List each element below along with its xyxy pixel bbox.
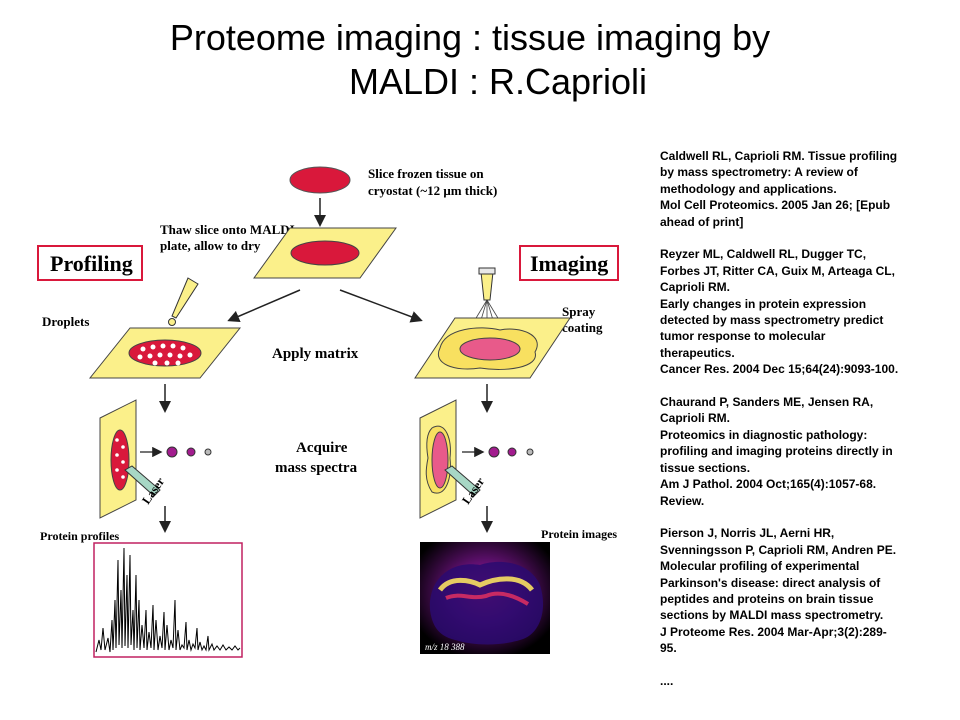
arrow-to-imaging <box>339 289 423 323</box>
thaw-label-line1: Thaw slice onto MALDI <box>160 222 295 237</box>
mz-label: m/z 18 388 <box>425 642 465 652</box>
reference-line: Proteomics in diagnostic pathology: <box>660 427 868 442</box>
reference-line: Chaurand P, Sanders ME, Jensen RA, <box>660 395 874 410</box>
reference-line: .... <box>660 673 674 688</box>
reference-line: Caldwell RL, Caprioli RM. Tissue profili… <box>660 149 898 163</box>
ion-dots-profiling <box>140 446 212 458</box>
reference-line: by mass spectrometry: A review of <box>660 165 858 180</box>
matrix-droplets <box>137 343 193 366</box>
profiling-box <box>37 245 143 281</box>
imaging-label: Imaging <box>530 251 608 276</box>
droplets-label: Droplets <box>42 314 89 329</box>
apply-matrix-label: Apply matrix <box>272 346 359 362</box>
reference-line: Parkinson's disease: direct analysis of <box>660 575 881 590</box>
reference-line: sections by MALDI mass spectrometry. <box>660 608 884 623</box>
heatmap-hotspot-2 <box>445 591 530 606</box>
reference-line: 95. <box>660 641 677 656</box>
arrow-to-profiling <box>227 289 301 322</box>
reference-line: Pierson J, Norris JL, Aerni HR, <box>660 526 835 541</box>
reference-line: Molecular profiling of experimental <box>660 559 860 574</box>
plate-tissue-imaging <box>459 337 521 361</box>
laser-beam-imaging <box>444 465 481 497</box>
reference-line: Mol Cell Proteomics. 2005 Jan 26; [Epub <box>660 198 891 213</box>
reference-item: Chaurand P, Sanders ME, Jensen RA,Caprio… <box>660 394 940 509</box>
reference-line: tissue sections. <box>660 460 751 475</box>
slide-title-line1: Proteome imaging : tissue imaging by <box>169 17 771 58</box>
slice-label-line1: Slice frozen tissue on <box>368 166 484 181</box>
reference-line: Review. <box>660 493 705 508</box>
slide-title-line2: MALDI : R.Caprioli <box>348 61 648 102</box>
reference-line: methodology and applications. <box>660 181 837 196</box>
reference-line: Reyzer ML, Caldwell RL, Dugger TC, <box>660 247 867 262</box>
vertical-tissue-profiling <box>110 429 130 491</box>
spray-label-line1: Spray <box>562 304 596 319</box>
profiling-label: Profiling <box>50 251 133 276</box>
reference-line: Caprioli RM. <box>660 411 731 426</box>
imaging-box <box>519 245 619 281</box>
reference-line: tumor response to molecular <box>660 329 826 344</box>
reference-line: Svenningsson P, Caprioli RM, Andren PE. <box>660 542 897 557</box>
reference-line: peptides and proteins on brain tissue <box>660 591 874 606</box>
reference-item: .... <box>660 673 940 689</box>
reference-line: Forbes JT, Ritter CA, Guix M, Arteaga CL… <box>660 263 895 278</box>
reference-list: Caldwell RL, Caprioli RM. Tissue profili… <box>660 148 940 706</box>
acquire-label-line2: mass spectra <box>275 460 358 476</box>
reference-line: therapeutics. <box>660 345 735 360</box>
reference-item: Pierson J, Norris JL, Aerni HR,Svennings… <box>660 525 940 656</box>
frozen-tissue-slice <box>289 166 351 194</box>
reference-item: Reyzer ML, Caldwell RL, Dugger TC,Forbes… <box>660 246 940 377</box>
laser-beam-profiling <box>124 465 161 497</box>
reference-line: Am J Pathol. 2004 Oct;165(4):1057-68. <box>660 477 877 492</box>
reference-line: profiling and imaging proteins directly … <box>660 444 893 459</box>
protein-images-label: Protein images <box>541 527 617 541</box>
reference-line: Cancer Res. 2004 Dec 15;64(24):9093-100. <box>660 362 899 377</box>
reference-line: detected by mass spectrometry predict <box>660 313 884 328</box>
thaw-label-line2: plate, allow to dry <box>160 238 261 253</box>
ion-dots-imaging <box>462 446 534 458</box>
spray-label-line2: coating <box>562 320 603 335</box>
mass-spectrum-trace <box>95 547 241 653</box>
pipette-icon <box>168 277 199 326</box>
reference-line: ahead of print] <box>660 214 744 229</box>
reference-line: J Proteome Res. 2004 Mar-Apr;3(2):289- <box>660 624 887 639</box>
reference-line: Caprioli RM. <box>660 280 731 295</box>
vertical-droplets <box>115 438 125 479</box>
vertical-tissue-imaging <box>431 431 449 489</box>
heatmap-hotspot <box>437 576 534 592</box>
slice-label-line2: cryostat (~12 μm thick) <box>368 183 497 198</box>
protein-profiles-label: Protein profiles <box>40 529 120 543</box>
acquire-label-line1: Acquire <box>296 440 348 456</box>
reference-line: Early changes in protein expression <box>660 296 867 311</box>
plate-tissue-top <box>290 240 360 266</box>
reference-item: Caldwell RL, Caprioli RM. Tissue profili… <box>660 148 940 230</box>
